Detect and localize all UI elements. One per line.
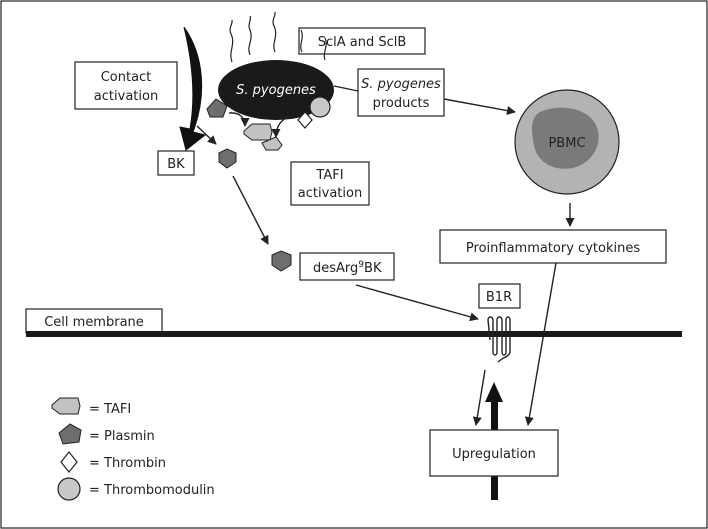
scla-sclb-label: SclA and SclB bbox=[318, 35, 407, 50]
bacterium-to-products-line bbox=[333, 85, 359, 92]
desarg-bk-pentagon bbox=[271, 250, 292, 272]
legend-thrombomodulin: = Thrombomodulin bbox=[89, 483, 215, 498]
pbmc-nucleus bbox=[531, 107, 599, 169]
contact-activation-label-line1: Contact bbox=[101, 70, 152, 85]
legend-tafi: = TAFI bbox=[89, 402, 131, 417]
b1r-box bbox=[478, 283, 521, 309]
bk-pentagon bbox=[218, 148, 237, 169]
bk-box bbox=[157, 150, 195, 176]
receptor-to-upregulation-arrow bbox=[472, 369, 486, 426]
tafi-activation-label-line1: TAFI bbox=[315, 168, 343, 183]
upregulation-big-arrow-head bbox=[485, 382, 503, 402]
plasmin-on-bacterium bbox=[206, 98, 228, 118]
upregulation-label: Upregulation bbox=[452, 447, 536, 462]
scla-sclb-box bbox=[298, 27, 426, 55]
b1r-receptor bbox=[487, 316, 511, 363]
s-pyogenes-bacterium bbox=[218, 60, 334, 120]
desarg-bk-label: desArg9BK bbox=[313, 260, 382, 276]
products-to-pbmc-arrow bbox=[443, 98, 516, 115]
cell-membrane-line bbox=[26, 331, 682, 337]
tafi-activation-box bbox=[290, 161, 370, 206]
thrombomodulin-circle-icon bbox=[57, 477, 81, 501]
tafi-shape-icon bbox=[51, 397, 81, 415]
bk-label: BK bbox=[167, 157, 185, 172]
tafi-activation-label-line2: activation bbox=[298, 186, 362, 201]
contact-activation-box bbox=[74, 61, 178, 110]
desarg-to-b1r-arrow bbox=[355, 284, 479, 322]
cytokines-to-upregulation-arrow bbox=[524, 262, 557, 426]
bk-to-desarg-arrow bbox=[232, 175, 269, 245]
s-pyogenes-label: S. pyogenes bbox=[236, 83, 316, 98]
products-label-line1: S. pyogenes bbox=[361, 77, 441, 92]
desarg-bk-box bbox=[299, 252, 395, 281]
plasmin-pentagon-icon bbox=[58, 423, 82, 445]
upregulation-box bbox=[429, 429, 559, 477]
products-label-line2: products bbox=[373, 96, 430, 111]
b1r-label: B1R bbox=[486, 290, 512, 305]
thrombin-to-tafi-curved-arrow bbox=[271, 115, 291, 138]
legend-plasmin: = Plasmin bbox=[89, 429, 155, 444]
thrombomodulin-on-bacterium bbox=[309, 96, 331, 118]
cytokines-label: Proinflammatory cytokines bbox=[466, 241, 640, 256]
cell-membrane-box bbox=[25, 308, 163, 334]
pbmc-label: PBMC bbox=[548, 136, 585, 151]
contact-activation-label-line2: activation bbox=[94, 89, 158, 104]
proinflammatory-cytokines-box bbox=[439, 229, 667, 264]
contact-activation-curved-arrow bbox=[179, 26, 207, 151]
plasmin-to-tafi-curved-arrow bbox=[228, 112, 250, 127]
tafi-activated bbox=[261, 136, 283, 151]
bacterial-surface-proteins bbox=[229, 11, 327, 63]
tafi-inactive bbox=[243, 123, 273, 141]
s-pyogenes-products-box bbox=[357, 68, 445, 117]
thrombin-on-bacterium bbox=[297, 111, 313, 129]
legend-thrombin: = Thrombin bbox=[89, 456, 166, 471]
cell-membrane-label: Cell membrane bbox=[44, 315, 144, 330]
thrombin-diamond-icon bbox=[60, 451, 78, 473]
contact-to-bk-arrow bbox=[196, 125, 217, 145]
legend: = TAFI = Plasmin = Thrombin = Thrombomod… bbox=[51, 397, 215, 501]
